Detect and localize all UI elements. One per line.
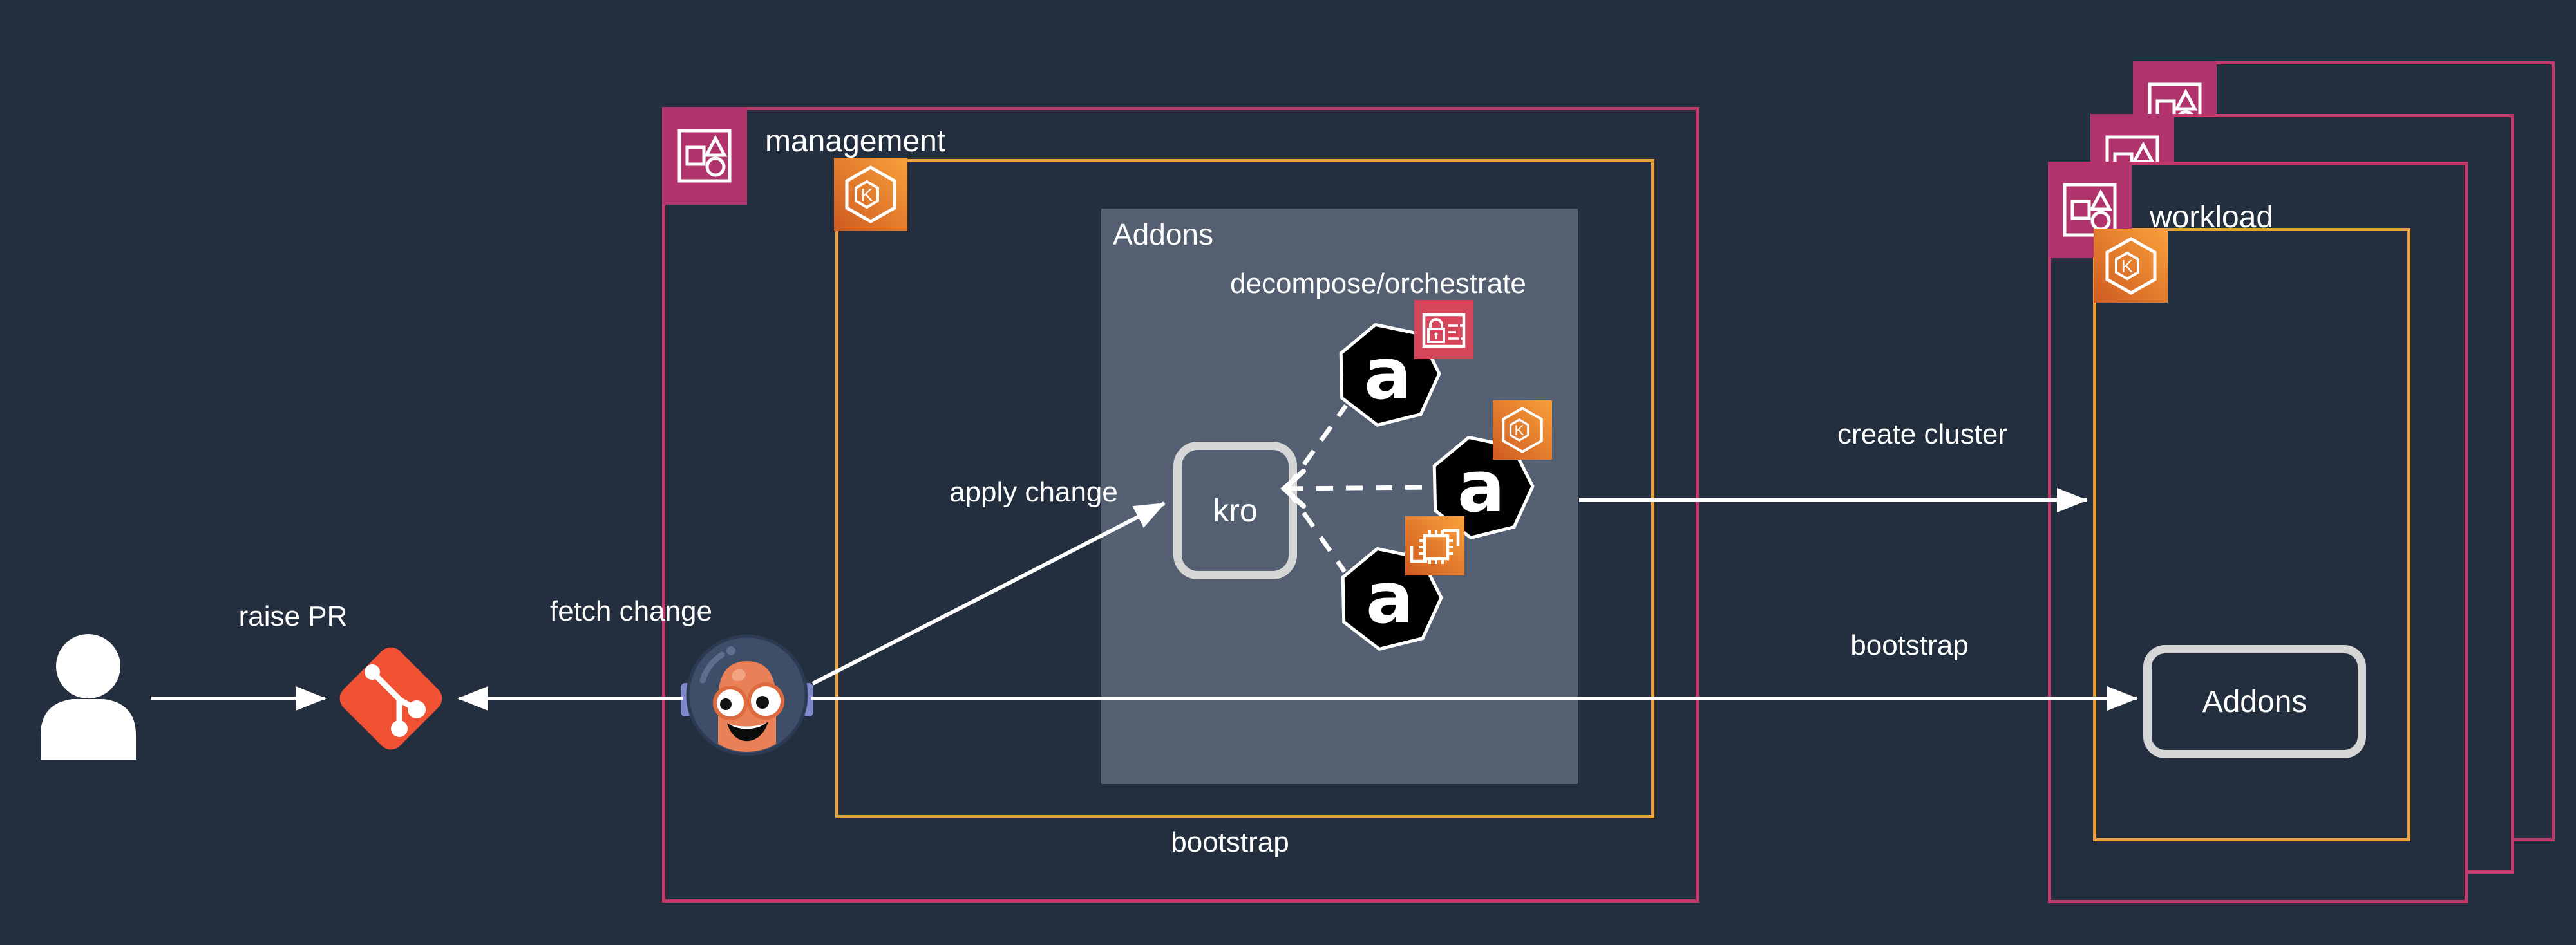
svg-text:K: K [1515,422,1524,438]
kro-label: kro [1213,492,1258,529]
edge-label-create-cluster: create cluster [1837,418,2008,450]
edge-label-apply-change: apply change [949,476,1118,508]
addons-panel: Addons decompose/orchestrate kro a a [1101,209,1578,784]
git-icon [334,642,448,755]
workload-addons-label: Addons [2202,684,2307,719]
workload-cluster-label: workload [2150,200,2274,234]
iam-icon [1414,300,1473,359]
eks-icon: K [2094,229,2168,303]
workload-addons-node: Addons [2143,645,2366,758]
svg-text:K: K [2121,256,2133,276]
addons-panel-label: Addons [1113,218,1214,251]
svg-text:K: K [861,185,873,205]
workload-eks-box [2093,228,2410,841]
kro-node: kro [1173,442,1297,579]
edge-label-bootstrap: bootstrap [1850,630,1969,661]
management-cluster-box: management K Addons decompose/orchestrat… [662,107,1699,903]
person-icon [37,631,140,760]
eks-icon: K [1493,400,1552,460]
ec2-icon [1405,516,1464,575]
workload-cluster-box: workload K Addons [2048,162,2468,903]
eks-icon: K [834,158,907,231]
management-account-icon [662,107,747,205]
management-cluster-label: management [765,124,946,158]
edge-label-fetch-change: fetch change [550,595,712,627]
ack-letter: a [1364,333,1412,415]
ack-controller-eks: a [1426,433,1536,542]
management-eks-box [835,159,1654,818]
argocd-robot-icon [679,628,815,763]
edge-label-raise-pr: raise PR [238,601,348,632]
edge-label-decompose: decompose/orchestrate [1230,268,1526,299]
edge-label-bootstrap-footer: bootstrap [1171,827,1289,858]
